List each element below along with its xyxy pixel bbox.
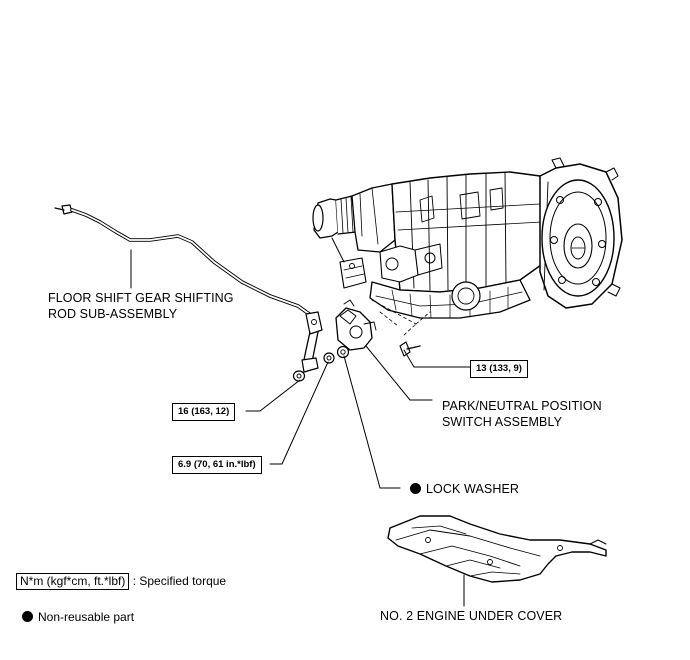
torque-nut-box: 16 (163, 12)	[172, 403, 236, 421]
nut-6.9	[323, 352, 335, 364]
bolt-13	[399, 341, 421, 357]
lock-washer	[336, 345, 350, 359]
park-neutral-switch	[335, 299, 377, 351]
lock-washer-label: LOCK WASHER	[410, 481, 519, 497]
legend-unit-desc: : Specified torque	[132, 574, 227, 588]
engine-under-cover	[387, 515, 607, 583]
legend-non-reusable-text: Non-reusable part	[38, 610, 135, 624]
legend-non-reusable: Non-reusable part	[22, 609, 134, 625]
switch-label-line1: PARK/NEUTRAL POSITION	[442, 399, 602, 413]
transmission-assembly	[312, 157, 623, 336]
non-reusable-dot-icon	[22, 611, 33, 622]
lock-washer-text: LOCK WASHER	[426, 482, 520, 496]
leader-lines	[130, 249, 471, 607]
shift-rod-label-line2: ROD SUB-ASSEMBLY	[48, 307, 178, 321]
torque-bolt-box: 13 (133, 9)	[470, 360, 528, 378]
shift-rod-label-line1: FLOOR SHIFT GEAR SHIFTING	[48, 291, 234, 305]
shift-rod-label: FLOOR SHIFT GEAR SHIFTING ROD SUB-ASSEMB…	[48, 290, 234, 322]
legend-torque: N*m (kgf*cm, ft.*lbf) : Specified torque	[16, 573, 226, 590]
switch-label: PARK/NEUTRAL POSITION SWITCH ASSEMBLY	[442, 398, 602, 430]
non-reusable-dot-icon	[410, 483, 421, 494]
switch-label-line2: SWITCH ASSEMBLY	[442, 415, 563, 429]
under-cover-label: NO. 2 ENGINE UNDER COVER	[380, 609, 563, 623]
nut-16	[292, 370, 306, 382]
legend-unit-box: N*m (kgf*cm, ft.*lbf)	[16, 573, 130, 590]
floor-shift-rod	[54, 204, 323, 373]
torque-lever-nut-box: 6.9 (70, 61 in.*lbf)	[172, 456, 262, 474]
